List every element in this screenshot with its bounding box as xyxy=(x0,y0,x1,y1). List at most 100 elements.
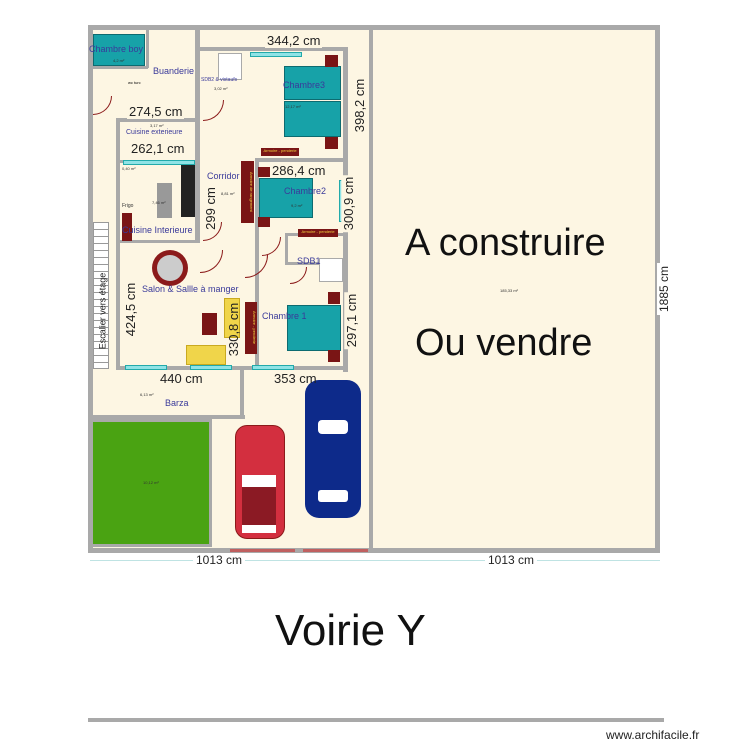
wall xyxy=(93,66,148,69)
right-lot xyxy=(373,30,655,548)
nightstand xyxy=(258,217,270,227)
dimension-label: 297,1 cm xyxy=(344,291,360,350)
armoire-dressing-label: Armoire de rangement xyxy=(249,172,254,212)
sofa xyxy=(186,345,226,365)
wall xyxy=(116,366,348,370)
room-cuisine-exterieure[interactable]: Cuisine exterieure xyxy=(126,129,183,136)
wall xyxy=(116,118,200,122)
armoire-penderie-label: Armoire - penderie xyxy=(301,229,335,234)
nightstand xyxy=(328,350,340,362)
fridge-label: Frigo xyxy=(122,203,134,209)
car-blue-rear xyxy=(318,490,348,502)
dimension-line xyxy=(90,560,660,561)
dimension-label: 344,2 cm xyxy=(265,33,323,48)
wc-label: wc turc xyxy=(128,80,141,85)
dimension-label: 398,2 cm xyxy=(352,76,368,135)
sofa xyxy=(224,298,240,338)
window xyxy=(250,52,302,57)
window xyxy=(123,160,195,165)
area-sdb2: 3,02 m² xyxy=(214,86,228,91)
watermark: www.archifacile.fr xyxy=(606,728,700,742)
dimension-label: 262,1 cm xyxy=(131,141,185,156)
room-cuisine-interieure[interactable]: Cuisine Interieure xyxy=(122,225,193,235)
dimension-label: 1013 cm xyxy=(485,553,538,567)
room-barza[interactable]: Barza xyxy=(165,398,189,408)
plot-area: 185,33 m² xyxy=(500,288,519,293)
room-salon[interactable]: Salon & Sallle à manger xyxy=(142,284,239,294)
room-chambre3[interactable]: Chambre3 xyxy=(283,80,326,90)
window xyxy=(125,365,167,370)
room-corridor[interactable]: Corridor xyxy=(207,171,240,181)
street-line xyxy=(88,718,664,722)
wall xyxy=(120,240,200,243)
armchair xyxy=(202,313,217,335)
nightstand xyxy=(328,292,340,304)
room-chambre1[interactable]: Chambre 1 xyxy=(262,311,307,321)
wall xyxy=(195,30,200,240)
nightstand xyxy=(258,167,270,177)
armoire-penderie-label: Armoire - penderie xyxy=(252,311,257,345)
street-label: Voirie Y xyxy=(275,606,426,655)
shower xyxy=(319,258,343,282)
wall xyxy=(285,262,345,265)
area-chambre2: 9,2 m² xyxy=(291,203,303,208)
area-corridor: 8,81 m² xyxy=(221,191,235,196)
staircase xyxy=(93,222,109,369)
window xyxy=(190,365,232,370)
area-chambre-boy: 4,2 m² xyxy=(113,58,125,63)
dimension-label: 299 cm xyxy=(202,185,218,232)
wall xyxy=(116,118,120,370)
room-chambre2[interactable]: Chambre2 xyxy=(284,186,327,196)
dining-table xyxy=(157,255,183,281)
bed-chambre2 xyxy=(259,178,313,218)
dimension-label: 1013 cm xyxy=(193,553,246,567)
dimension-label: 300,9 cm xyxy=(341,174,357,233)
bed-chambre1 xyxy=(287,305,341,351)
room-chambre-boy[interactable]: Chambre boy xyxy=(89,44,144,54)
dimension-label: 330,8 cm xyxy=(226,302,242,357)
bed-chambre3-a xyxy=(284,66,341,100)
nightstand xyxy=(325,55,338,67)
wall xyxy=(93,415,245,419)
dimension-label: 286,4 cm xyxy=(270,163,328,178)
fridge xyxy=(122,213,132,241)
wall xyxy=(255,158,345,162)
shower xyxy=(218,53,242,80)
dimension-label: 353 cm xyxy=(274,371,317,386)
wall xyxy=(240,368,244,418)
wall xyxy=(285,233,288,263)
staircase-label: Escalier vers étage xyxy=(97,272,108,350)
armoire-penderie: Armoire - penderie xyxy=(298,229,338,237)
area-cuisine-ext: 3,17 m² xyxy=(150,123,164,128)
dimension-label: 1885 cm xyxy=(657,262,672,316)
dimension-label: 440 cm xyxy=(160,371,203,386)
nightstand xyxy=(325,137,338,149)
plot-text-ou-vendre: Ou vendre xyxy=(415,322,593,364)
wall xyxy=(146,30,149,68)
room-sdb2[interactable]: SDB2 & vistaufs xyxy=(201,77,238,83)
bed-chambre3-b xyxy=(284,101,341,137)
armoire-penderie: Armoire - penderie xyxy=(261,148,299,156)
wall xyxy=(198,47,348,51)
lawn-area: 10,12 m² xyxy=(143,480,159,485)
area-barza: 6,13 m² xyxy=(140,392,154,397)
car-red-roof xyxy=(242,475,276,533)
window xyxy=(252,365,294,370)
room-sdb1[interactable]: SDB1 xyxy=(297,256,321,266)
plot-text-a-construire: A construire xyxy=(405,222,606,264)
kitchen-island xyxy=(157,183,172,218)
bed-chambre-boy xyxy=(93,34,145,66)
gate[interactable] xyxy=(230,549,295,552)
gate[interactable] xyxy=(303,549,368,552)
car-blue-windshield xyxy=(318,420,348,434)
room-buanderie[interactable]: Buanderie xyxy=(153,66,195,76)
area-cuisine-int: 7,46 m² xyxy=(152,200,166,205)
stove xyxy=(181,165,195,217)
area-chambre3: 12,17 m² xyxy=(285,104,301,109)
armoire-penderie-label: Armoire - penderie xyxy=(263,148,297,153)
lawn-grass xyxy=(93,422,209,544)
armoire-dressing: Armoire de rangement xyxy=(241,161,254,223)
dimension-label: 424,5 cm xyxy=(123,282,139,337)
area-kitchen-small: 0,40 m² xyxy=(122,166,136,171)
dimension-label: 274,5 cm xyxy=(127,104,185,119)
